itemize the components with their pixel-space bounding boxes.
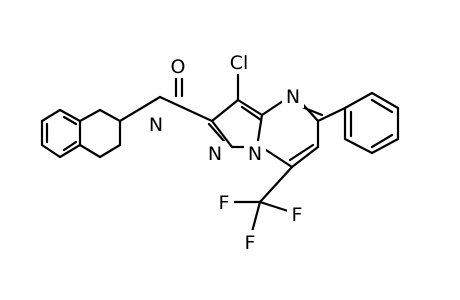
bond [370, 133, 394, 149]
bond [62, 115, 78, 126]
fluorine-atom-label-3: F [245, 232, 256, 254]
bond [370, 137, 400, 155]
bond [210, 119, 234, 149]
bond [58, 143, 82, 159]
bond [98, 108, 122, 123]
fluorine-atom-label-2: F [292, 204, 303, 226]
bond-layer [40, 69, 400, 234]
bond [343, 137, 374, 155]
bond [40, 143, 62, 159]
bond [370, 91, 400, 110]
bond [250, 200, 262, 234]
bond [98, 143, 122, 159]
oxygen-atom-label: O [171, 56, 186, 78]
bond [258, 165, 294, 204]
bond [118, 95, 162, 123]
chlorine-atom-label: Cl [230, 52, 249, 74]
bond [264, 148, 294, 169]
bond [236, 98, 264, 117]
bond [210, 98, 240, 123]
bond [40, 108, 62, 123]
bond [290, 145, 320, 169]
atom-label-layer: O Cl N N N N F F F [145, 50, 307, 254]
pyrimidine-nitrogen-atom-label: N [286, 86, 300, 108]
bond [158, 95, 214, 123]
pyrazole-nitrogen-1-atom-label: N [208, 143, 222, 165]
bond [288, 143, 315, 162]
pyrazole-nitrogen-2-atom-label: N [248, 143, 262, 165]
bond [78, 143, 102, 159]
bond [207, 122, 226, 143]
bond [62, 140, 78, 152]
bond [78, 108, 102, 123]
fluorine-atom-label-1: F [219, 192, 230, 214]
bond [258, 200, 290, 213]
bond [58, 108, 82, 123]
bond [370, 98, 394, 114]
amide-nitrogen-atom-label: N [149, 114, 163, 136]
bond [240, 105, 263, 122]
bond [343, 91, 374, 110]
bond [316, 106, 347, 123]
